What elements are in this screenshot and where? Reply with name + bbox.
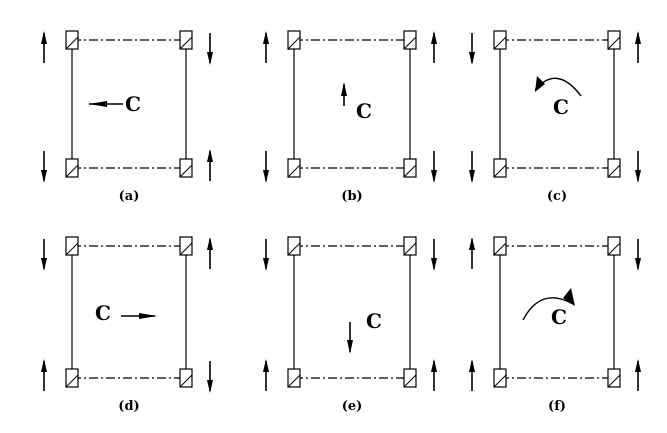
panel-c-br-node-box — [607, 158, 621, 178]
panel-b-tr-arrow-head — [431, 31, 437, 44]
panel-f-bl-arrow-head — [469, 359, 475, 372]
panel-a-tr-node-hatch — [179, 36, 193, 50]
panel-f-caption: (f) — [548, 399, 566, 414]
panel-e-tl-node-hatch — [287, 242, 301, 256]
panel-b-tr-node-hatch — [403, 36, 417, 50]
panel-b-tl-node-box — [287, 30, 301, 50]
panel-e-br-node-box — [403, 368, 417, 388]
panel-f-tl-node-hatch — [493, 242, 507, 256]
panel-e: C (e) — [263, 236, 437, 414]
panel-a-caption: (a) — [119, 189, 140, 204]
panel-e-br-node-hatch — [403, 374, 417, 388]
panel-d-tl-arrow-head — [41, 258, 47, 271]
panel-f-br-arrow-head — [635, 359, 641, 372]
panel-f-tl-arrow-head — [469, 237, 475, 250]
panel-a-center-label: C — [125, 92, 141, 116]
panel-e-br-arrow-head — [431, 359, 437, 372]
panel-c-center-label: C — [553, 95, 569, 119]
panel-a-tr-node-box — [179, 30, 193, 50]
panel-a-br-node-box — [179, 158, 193, 178]
panel-f-bl-node-hatch — [493, 374, 507, 388]
panel-f-tr-node-box — [607, 236, 621, 256]
panel-d-tr-arrow-head — [207, 237, 213, 250]
panel-a-bl-arrow-head — [41, 170, 47, 183]
panel-a-bl-node-hatch — [65, 164, 79, 178]
panel-e-bl-arrow-head — [263, 359, 269, 372]
panel-d-bl-arrow-head — [41, 359, 47, 372]
panel-a-tl-node-box — [65, 30, 79, 50]
panel-a-tr-arrow-head — [207, 52, 213, 65]
panel-b-center-label: C — [356, 99, 372, 123]
panel-f-tr-arrow-head — [635, 258, 641, 271]
panel-f-br-node-box — [607, 368, 621, 388]
panel-b-br-arrow-head — [431, 170, 437, 183]
panel-b-bl-node-hatch — [287, 164, 301, 178]
panel-c-br-node-hatch — [607, 164, 621, 178]
panel-e-tl-arrow-head — [263, 258, 269, 271]
panel-c-tr-node-box — [607, 30, 621, 50]
panel-a-tl-arrow-head — [41, 31, 47, 44]
panel-b: C (b) — [263, 30, 437, 204]
panel-a-force-head — [89, 101, 107, 107]
panel-d-br-node-box — [179, 368, 193, 388]
panel-d-tr-node-box — [179, 236, 193, 256]
panel-c: C (c) — [469, 30, 641, 204]
panel-e-force-head — [347, 340, 353, 354]
panel-d-caption: (d) — [118, 399, 139, 414]
panel-f-tl-node-box — [493, 236, 507, 256]
panel-b-bl-node-box — [287, 158, 301, 178]
panel-c-tl-node-hatch — [493, 36, 507, 50]
panel-d-tl-node-box — [65, 236, 79, 256]
panel-f-center-label: C — [551, 305, 567, 329]
panel-d-bl-node-hatch — [65, 374, 79, 388]
panel-d-tr-node-hatch — [179, 242, 193, 256]
panel-a-bl-node-box — [65, 158, 79, 178]
panel-c-tl-arrow-head — [469, 52, 475, 65]
panel-f-moment-head — [563, 288, 575, 306]
panel-f-br-node-hatch — [607, 374, 621, 388]
panel-e-tr-node-box — [403, 236, 417, 256]
panel-c-bl-node-hatch — [493, 164, 507, 178]
panel-f: C (f) — [469, 236, 641, 414]
panel-c-moment-head — [535, 76, 545, 92]
panel-b-bl-arrow-head — [263, 170, 269, 183]
panel-b-tl-arrow-head — [263, 31, 269, 44]
panel-b-force-head — [341, 82, 347, 96]
panel-b-br-node-hatch — [403, 164, 417, 178]
panel-c-tl-node-box — [493, 30, 507, 50]
panel-c-caption: (c) — [547, 189, 567, 204]
panel-b-caption: (b) — [341, 189, 362, 204]
panel-d: C (d) — [41, 236, 213, 414]
panel-d-force-head — [139, 313, 157, 319]
panel-e-bl-node-box — [287, 368, 301, 388]
panel-e-center-label: C — [366, 309, 382, 333]
panel-a-tl-node-hatch — [65, 36, 79, 50]
panel-a-br-node-hatch — [179, 164, 193, 178]
panel-a: C (a) — [41, 30, 213, 204]
panel-f-tr-node-hatch — [607, 242, 621, 256]
panel-a-br-arrow-head — [207, 149, 213, 162]
panel-b-tl-node-hatch — [287, 36, 301, 50]
panel-c-bl-arrow-head — [469, 170, 475, 183]
panel-d-br-arrow-head — [207, 380, 213, 393]
panel-c-tr-arrow-head — [635, 31, 641, 44]
panel-d-bl-node-box — [65, 368, 79, 388]
panel-e-tl-node-box — [287, 236, 301, 256]
panel-d-center-label: C — [95, 301, 111, 325]
panel-e-caption: (e) — [342, 399, 363, 414]
panel-f-bl-node-box — [493, 368, 507, 388]
panel-e-tr-node-hatch — [403, 242, 417, 256]
panel-b-tr-node-box — [403, 30, 417, 50]
panel-d-tl-node-hatch — [65, 242, 79, 256]
panel-c-br-arrow-head — [635, 170, 641, 183]
panel-d-br-node-hatch — [179, 374, 193, 388]
panel-b-br-node-box — [403, 158, 417, 178]
panel-e-bl-node-hatch — [287, 374, 301, 388]
panel-c-tr-node-hatch — [607, 36, 621, 50]
panel-c-bl-node-box — [493, 158, 507, 178]
panel-e-tr-arrow-head — [431, 258, 437, 271]
panel-f-moment-arc — [522, 297, 574, 321]
